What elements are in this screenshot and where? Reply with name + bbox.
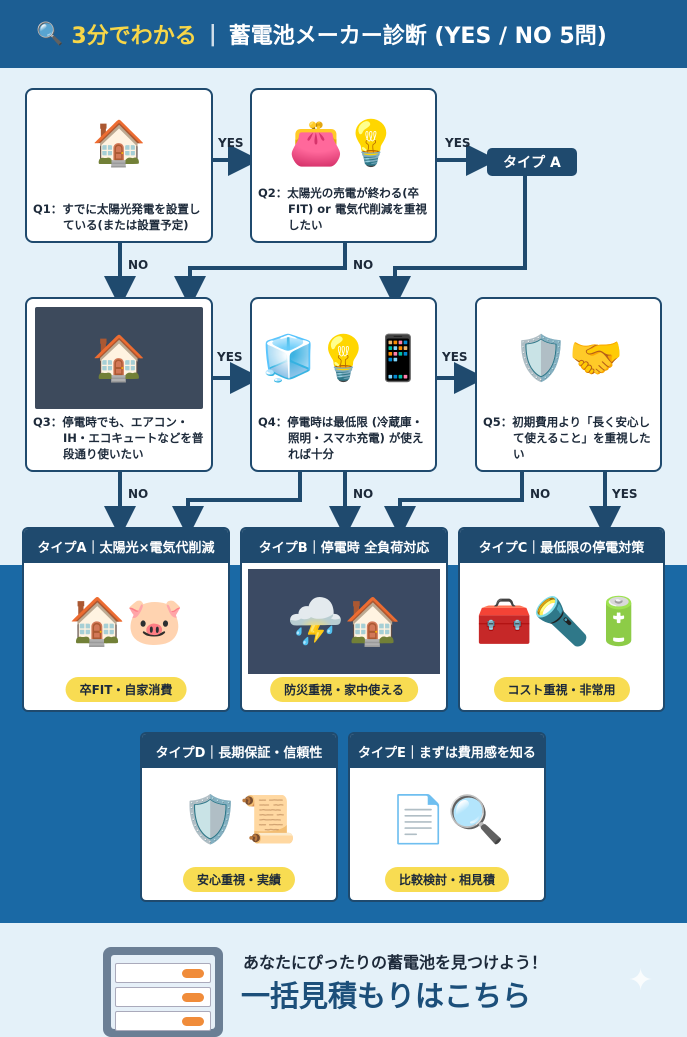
result-type-d[interactable]: タイプD｜長期保証・信頼性 🛡️📜 安心重視・実績	[140, 732, 338, 902]
yes-label: YES	[445, 136, 471, 150]
result-type-b[interactable]: タイプB｜停電時 全負荷対応 ⛈️🏠 防災重視・家中使える	[240, 527, 448, 712]
arrow-q4-to-a	[172, 472, 302, 538]
fridge-lamp-phone-icon: 🧊💡📱	[261, 333, 426, 384]
result-title: タイプD｜長期保証・信頼性	[142, 734, 336, 768]
question-q1: 🏠 Q1：すでに太陽光発電を設置している(または設置予定)	[25, 88, 213, 243]
question-q2: 👛💡 Q2：太陽光の売電が終わる(卒FIT) or 電気代削減を重視したい	[250, 88, 437, 243]
house-solar-icon: 🏠	[91, 118, 147, 169]
result-tag: 比較検討・相見積	[384, 867, 510, 892]
sparkle-icon: ✦	[628, 963, 654, 998]
cta-subtitle: あなたにぴったりの蓄電池を見つけよう！	[243, 953, 548, 972]
arrow-q5-no	[384, 472, 524, 538]
phone-mockup-icon	[103, 947, 223, 1037]
result-type-a[interactable]: タイプA｜太陽光×電気代削減 🏠🐷 卒FIT・自家消費	[22, 527, 230, 712]
storm-house-icon: ⛈️🏠	[248, 569, 440, 674]
result-tag: 安心重視・実績	[182, 867, 296, 892]
question-text: Q3：停電時でも、エアコン・IH・エコキュートなどを普段通り使いたい	[33, 415, 204, 461]
result-type-e[interactable]: タイプE｜まずは費用感を知る 📄🔍 比較検討・相見積	[348, 732, 546, 902]
result-tag: 卒FIT・自家消費	[65, 677, 187, 702]
question-q3: 🏠 Q3：停電時でも、エアコン・IH・エコキュートなどを普段通り使いたい	[25, 297, 213, 472]
emergency-kit-icon: 🧰🔦🔋	[475, 594, 648, 648]
no-label: NO	[353, 487, 374, 501]
question-text: Q5：初期費用より「長く安心して使えること」を重視したい	[483, 415, 651, 461]
cta-banner[interactable]: あなたにぴったりの蓄電池を見つけよう！ 一括見積もりはこちら ✦	[0, 925, 687, 1037]
question-text: Q1：すでに太陽光発電を設置している(または設置予定)	[33, 202, 201, 232]
no-label: NO	[128, 258, 149, 272]
flow-arrows	[104, 144, 621, 538]
result-title: タイプB｜停電時 全負荷対応	[242, 529, 446, 563]
search-icon: 🔍	[36, 21, 64, 47]
house-piggybank-icon: 🏠🐷	[68, 594, 184, 648]
handshake-shield-icon: 🛡️🤝	[513, 333, 624, 384]
result-type-c[interactable]: タイプC｜最低限の停電対策 🧰🔦🔋 コスト重視・非常用	[458, 527, 665, 712]
title-separator: |	[208, 21, 217, 47]
question-q4: 🧊💡📱 Q4：停電時は最低限 (冷蔵庫・照明・スマホ充電) が使えれば十分	[250, 297, 437, 472]
page-title: 蓄電池メーカー診断 (YES / NO 5問)	[228, 24, 607, 49]
no-label: NO	[128, 487, 149, 501]
no-label: NO	[530, 487, 551, 501]
yes-label: YES	[217, 350, 243, 364]
yes-label: YES	[612, 487, 638, 501]
arrow-typea-q4	[379, 176, 527, 308]
result-title: タイプE｜まずは費用感を知る	[350, 734, 544, 768]
cta-title[interactable]: 一括見積もりはこちら	[241, 979, 532, 1013]
yes-label: YES	[442, 350, 468, 364]
question-text: Q2：太陽光の売電が終わる(卒FIT) or 電気代削減を重視したい	[258, 186, 427, 232]
type-a-tag: タイプ A	[487, 148, 577, 176]
yes-label: YES	[218, 136, 244, 150]
header: 🔍 3分でわかる | 蓄電池メーカー診断 (YES / NO 5問)	[0, 0, 687, 68]
arrow-q2-no	[174, 243, 347, 308]
result-tag: コスト重視・非常用	[493, 677, 630, 702]
shield-certificate-icon: 🛡️📜	[181, 791, 297, 846]
question-text: Q4：停電時は最低限 (冷蔵庫・照明・スマホ充電) が使えれば十分	[258, 415, 424, 461]
result-tag: 防災重視・家中使える	[270, 677, 418, 702]
title-highlight: 3分でわかる	[71, 24, 197, 49]
appliances-icon: 🏠	[35, 307, 203, 409]
question-q5: 🛡️🤝 Q5：初期費用より「長く安心して使えること」を重視したい	[475, 297, 662, 472]
no-label: NO	[353, 258, 374, 272]
documents-magnifier-icon: 📄🔍	[389, 791, 505, 846]
result-title: タイプA｜太陽光×電気代削減	[24, 529, 228, 563]
wallet-bulb-icon: 👛💡	[288, 118, 399, 169]
result-title: タイプC｜最低限の停電対策	[460, 529, 663, 563]
